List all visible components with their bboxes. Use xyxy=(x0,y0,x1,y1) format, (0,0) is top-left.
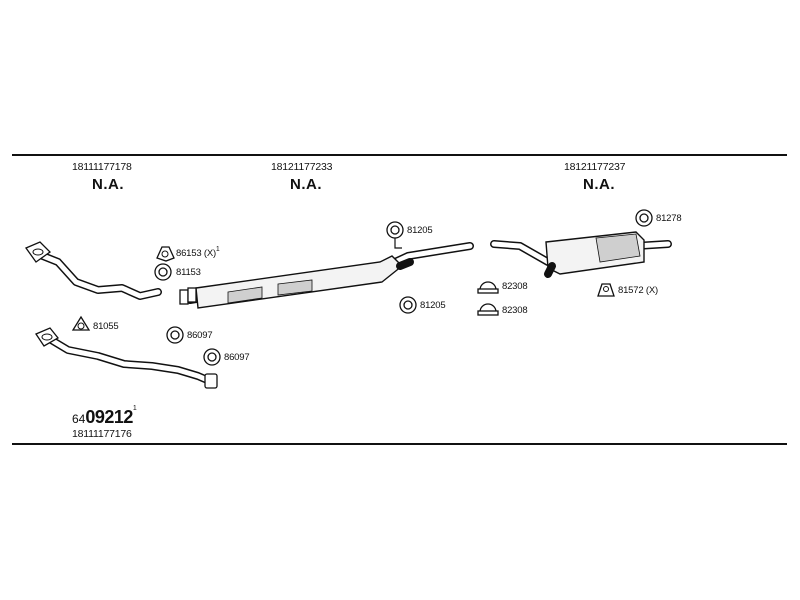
section-front-pipe-status: N.A. xyxy=(92,176,124,193)
section-front-pipe-part-number: 18111177178 xyxy=(72,161,132,173)
callout-81055-label: 81055 xyxy=(93,321,119,332)
mount-81205b-icon xyxy=(399,296,417,314)
rear-silencer[interactable] xyxy=(490,231,672,278)
kit-part-number: 18111177176 xyxy=(72,428,132,440)
callout-81205b-label: 81205 xyxy=(420,300,446,311)
section-middle-silencer-part-number: 18121177233 xyxy=(271,161,333,173)
front-pipe-lower[interactable] xyxy=(35,327,218,389)
callout-81205a-label: 81205 xyxy=(407,225,433,236)
top-divider xyxy=(12,154,787,156)
gasket-81055-icon xyxy=(71,315,91,331)
callout-86153-label: 86153 (X)1 xyxy=(176,246,220,259)
callout-81572-label: 81572 (X) xyxy=(618,285,658,296)
callout-82308a-label: 82308 xyxy=(502,281,528,292)
middle-silencer[interactable] xyxy=(179,242,474,309)
mount-81205a-icon xyxy=(386,221,404,249)
bottom-divider xyxy=(12,443,787,445)
clamp-86153-icon xyxy=(156,246,175,262)
section-middle-silencer-status: N.A. xyxy=(290,176,322,193)
mount-81278-icon xyxy=(635,209,653,227)
mount-81572-icon xyxy=(597,283,615,297)
callout-81153-label: 81153 xyxy=(176,267,201,278)
callout-81278-label: 81278 xyxy=(656,213,682,224)
front-pipe-upper[interactable] xyxy=(25,241,162,300)
ring-86097b-icon xyxy=(203,348,221,366)
ring-86097a-icon xyxy=(166,326,184,344)
kit-number: 64092121 xyxy=(72,405,137,427)
clamp-82308a-icon xyxy=(477,281,499,294)
callout-86097a-label: 86097 xyxy=(187,330,213,341)
section-rear-silencer-status: N.A. xyxy=(583,176,615,193)
callout-86097b-label: 86097 xyxy=(224,352,250,363)
clamp-82308b-icon xyxy=(477,303,499,316)
section-rear-silencer-part-number: 18121177237 xyxy=(564,161,626,173)
callout-82308b-label: 82308 xyxy=(502,305,528,316)
gasket-81153-icon xyxy=(154,263,172,281)
